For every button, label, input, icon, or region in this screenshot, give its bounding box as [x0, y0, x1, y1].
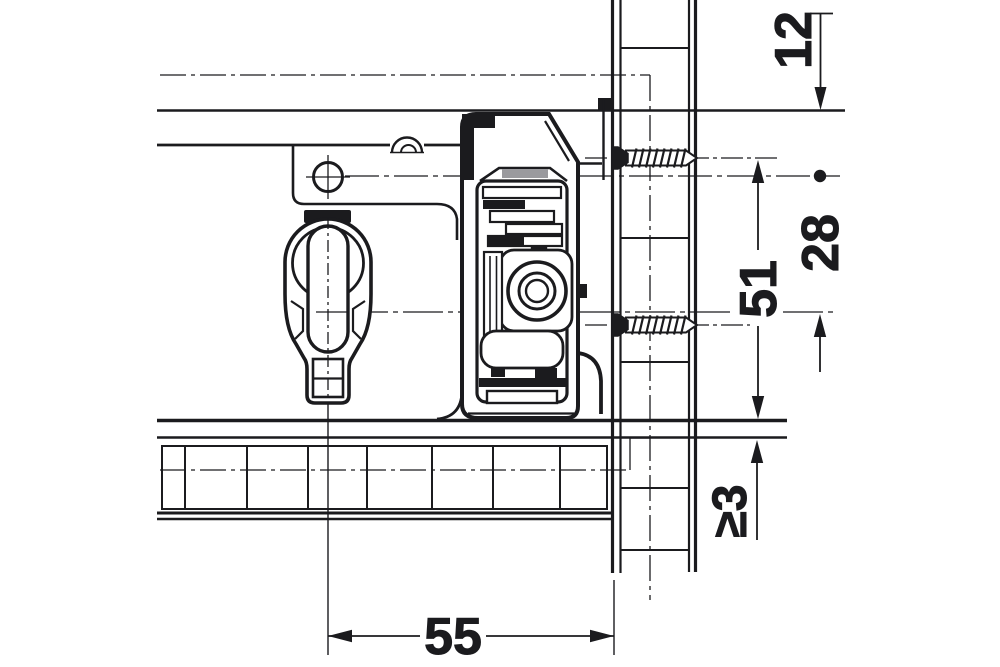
bottom-screw-head: [611, 313, 629, 337]
arrow-up-icon: [813, 314, 827, 337]
rail-hatch-dividers: [184, 446, 561, 509]
dimension-label-55: 55: [424, 608, 482, 666]
runner-mechanism: [436, 98, 613, 421]
dimension-12: 12: [765, 11, 833, 110]
rear-panel: [610, 0, 698, 573]
datum-dot: [813, 169, 827, 183]
dimension-label-12: 12: [765, 11, 823, 69]
cam-wheel: [506, 260, 568, 322]
latch-bars: [481, 185, 564, 248]
dimension-label-min3: ≥3: [704, 484, 757, 537]
bottom-screw: [611, 313, 699, 337]
bottom-rail: [157, 418, 787, 521]
top-screw-head: [611, 146, 629, 170]
dimension-label-28: 28: [792, 214, 850, 272]
slotted-dowel: [283, 217, 373, 405]
rear-hook: [577, 351, 603, 414]
arrow-down-icon: [751, 396, 765, 419]
arrow-up-icon: [751, 160, 765, 183]
arrow-up-icon: [750, 440, 764, 463]
rivet-arch: [390, 136, 424, 154]
panel-hatch-rungs: [621, 47, 688, 551]
dimension-label-51: 51: [730, 260, 788, 318]
dimension-min3: ≥3: [703, 440, 764, 540]
arrow-down-icon: [814, 87, 827, 110]
arrow-right-icon: [590, 629, 614, 643]
dimension-28: 28: [792, 169, 851, 372]
arrow-left-icon: [328, 629, 352, 643]
drawer-side-profile: [157, 109, 845, 154]
dimension-55: 55: [327, 404, 615, 667]
gray-cap: [502, 169, 548, 178]
top-screw: [611, 146, 699, 170]
dimension-51: 51: [730, 160, 789, 419]
